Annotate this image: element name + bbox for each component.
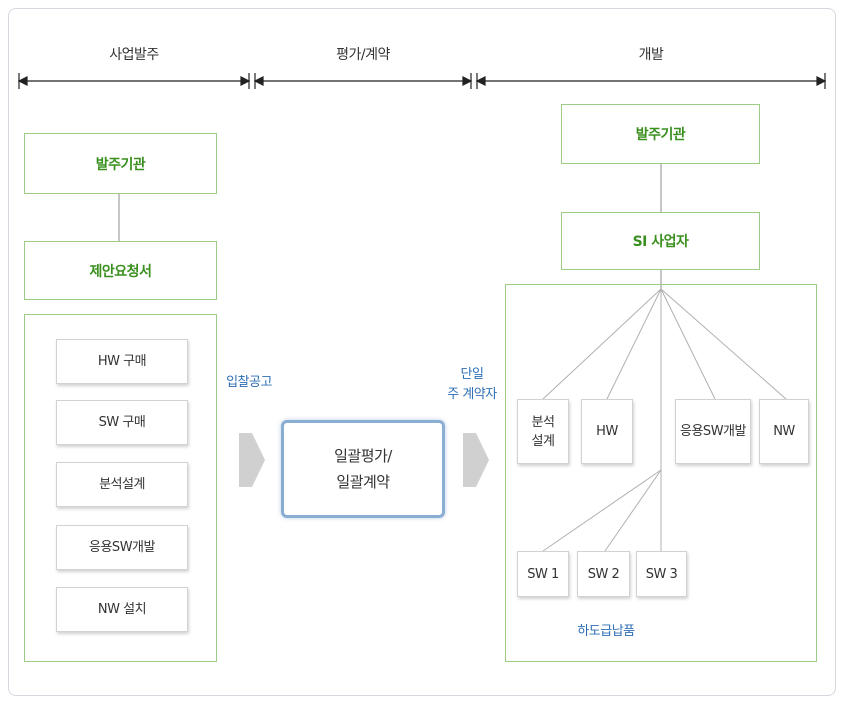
item-app-sw-dev: 응용SW개발 [56, 525, 188, 570]
item-analysis-design: 분석설계 [56, 462, 188, 507]
bid-notice-label: 입찰공고 [226, 375, 272, 390]
single-contractor-line1: 단일 [460, 367, 484, 382]
tree-line [606, 288, 662, 400]
analysis-line2: 설계 [531, 433, 555, 449]
node-nw: NW [759, 399, 809, 464]
node-sw2: SW 2 [577, 551, 630, 597]
subcontract-label: 하도급납품 [577, 624, 635, 639]
phase-label-development: 개발 [638, 47, 664, 63]
bulk-evaluation-box: 일괄평가/ 일괄계약 [281, 420, 445, 518]
item-hw-purchase: HW 구매 [56, 339, 188, 384]
node-sw3: SW 3 [636, 551, 687, 597]
node-app-sw-dev: 응용SW개발 [675, 399, 751, 464]
item-nw-install: NW 설치 [56, 587, 188, 632]
phase-label-contract: 평가/계약 [336, 47, 390, 63]
single-contractor-label: 단일 주 계약자 [437, 365, 507, 405]
bulk-eval-line2: 일괄계약 [336, 473, 390, 491]
left-ordering-agency-box: 발주기관 [24, 133, 217, 194]
right-arrow-icon [463, 433, 489, 487]
arrowhead-icon [462, 76, 473, 86]
arrowhead-icon [816, 76, 827, 86]
development-group [505, 284, 817, 662]
tree-line [660, 288, 787, 400]
right-ordering-agency-box: 발주기관 [561, 104, 760, 164]
node-analysis-design: 분석 설계 [517, 399, 569, 464]
arrowhead-icon [475, 76, 486, 86]
item-sw-purchase: SW 구매 [56, 400, 188, 445]
phase-label-business: 사업발주 [109, 47, 159, 63]
arrowhead-icon [253, 76, 264, 86]
tree-line [542, 288, 662, 400]
tree-line [542, 469, 662, 552]
right-arrow-icon [239, 433, 265, 487]
analysis-line1: 분석 [531, 414, 555, 430]
diagram-frame [8, 8, 836, 696]
tree-line [660, 288, 716, 400]
si-contractor-box: SI 사업자 [561, 212, 760, 270]
rfp-box: 제안요청서 [24, 241, 217, 300]
node-sw1: SW 1 [517, 551, 569, 597]
arrowhead-icon [240, 76, 251, 86]
tree-line [604, 469, 662, 552]
node-hw: HW [581, 399, 633, 464]
bulk-eval-line1: 일괄평가/ [334, 447, 392, 465]
single-contractor-line2: 주 계약자 [447, 387, 497, 402]
arrowhead-icon [17, 76, 28, 86]
